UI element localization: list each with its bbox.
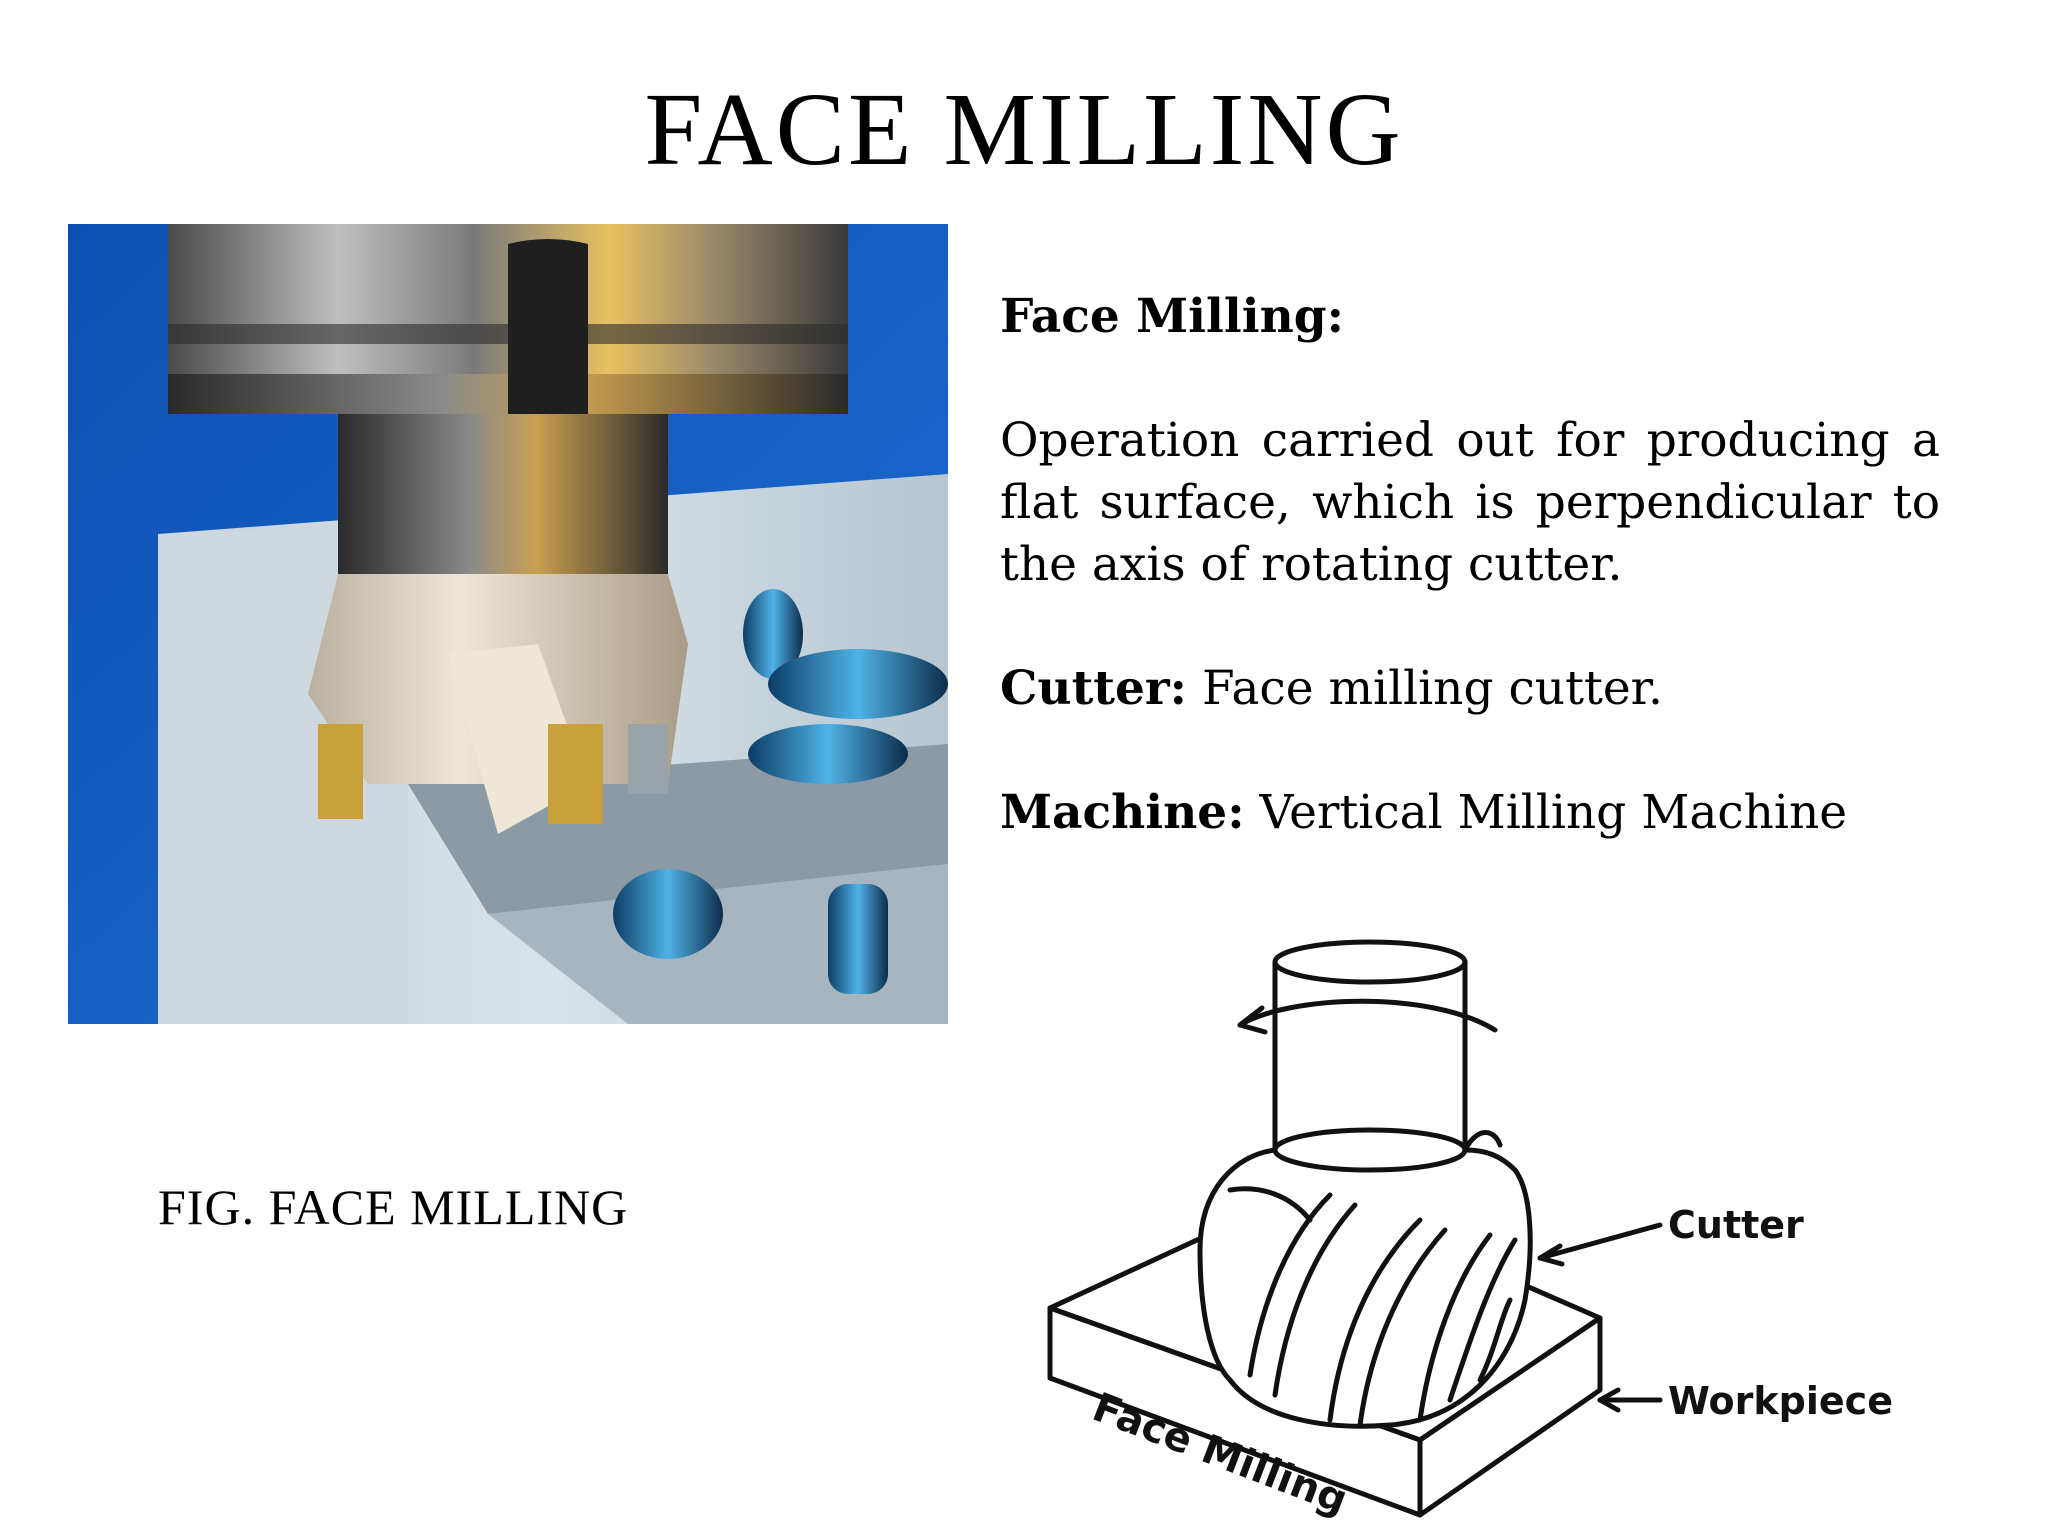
cutter-leader <box>1537 1222 1663 1261</box>
cutter-label: Cutter: <box>1000 661 1188 716</box>
machine-value: Vertical Milling Machine <box>1259 785 1848 840</box>
workpiece-side <box>1417 1315 1603 1518</box>
cutter-shank <box>1272 959 1468 1153</box>
slide-title: FACE MILLING <box>644 72 1404 187</box>
figure-caption: FIG. FACE MILLING <box>158 1179 629 1235</box>
face-milling-photo <box>68 224 948 1024</box>
diagram-cutter-label: Cutter <box>1668 1203 1804 1247</box>
definition-text: Operation carried out for producing a fl… <box>1000 413 1940 592</box>
rotation-arrow <box>1237 998 1498 1033</box>
definition-heading: Face Milling: <box>1000 289 1344 344</box>
description-block: Face Milling: Operation carried out for … <box>1000 286 1940 906</box>
face-milling-diagram: Cutter Workpiece Face Milling <box>1000 920 1920 1536</box>
cutter-line: Cutter: Face milling cutter. <box>1000 658 1940 720</box>
diagram-workpiece-label: Workpiece <box>1668 1379 1893 1423</box>
cutter-value: Face milling cutter. <box>1201 661 1663 716</box>
machine-label: Machine: <box>1000 785 1245 840</box>
machine-line: Machine: Vertical Milling Machine <box>1000 782 1940 844</box>
